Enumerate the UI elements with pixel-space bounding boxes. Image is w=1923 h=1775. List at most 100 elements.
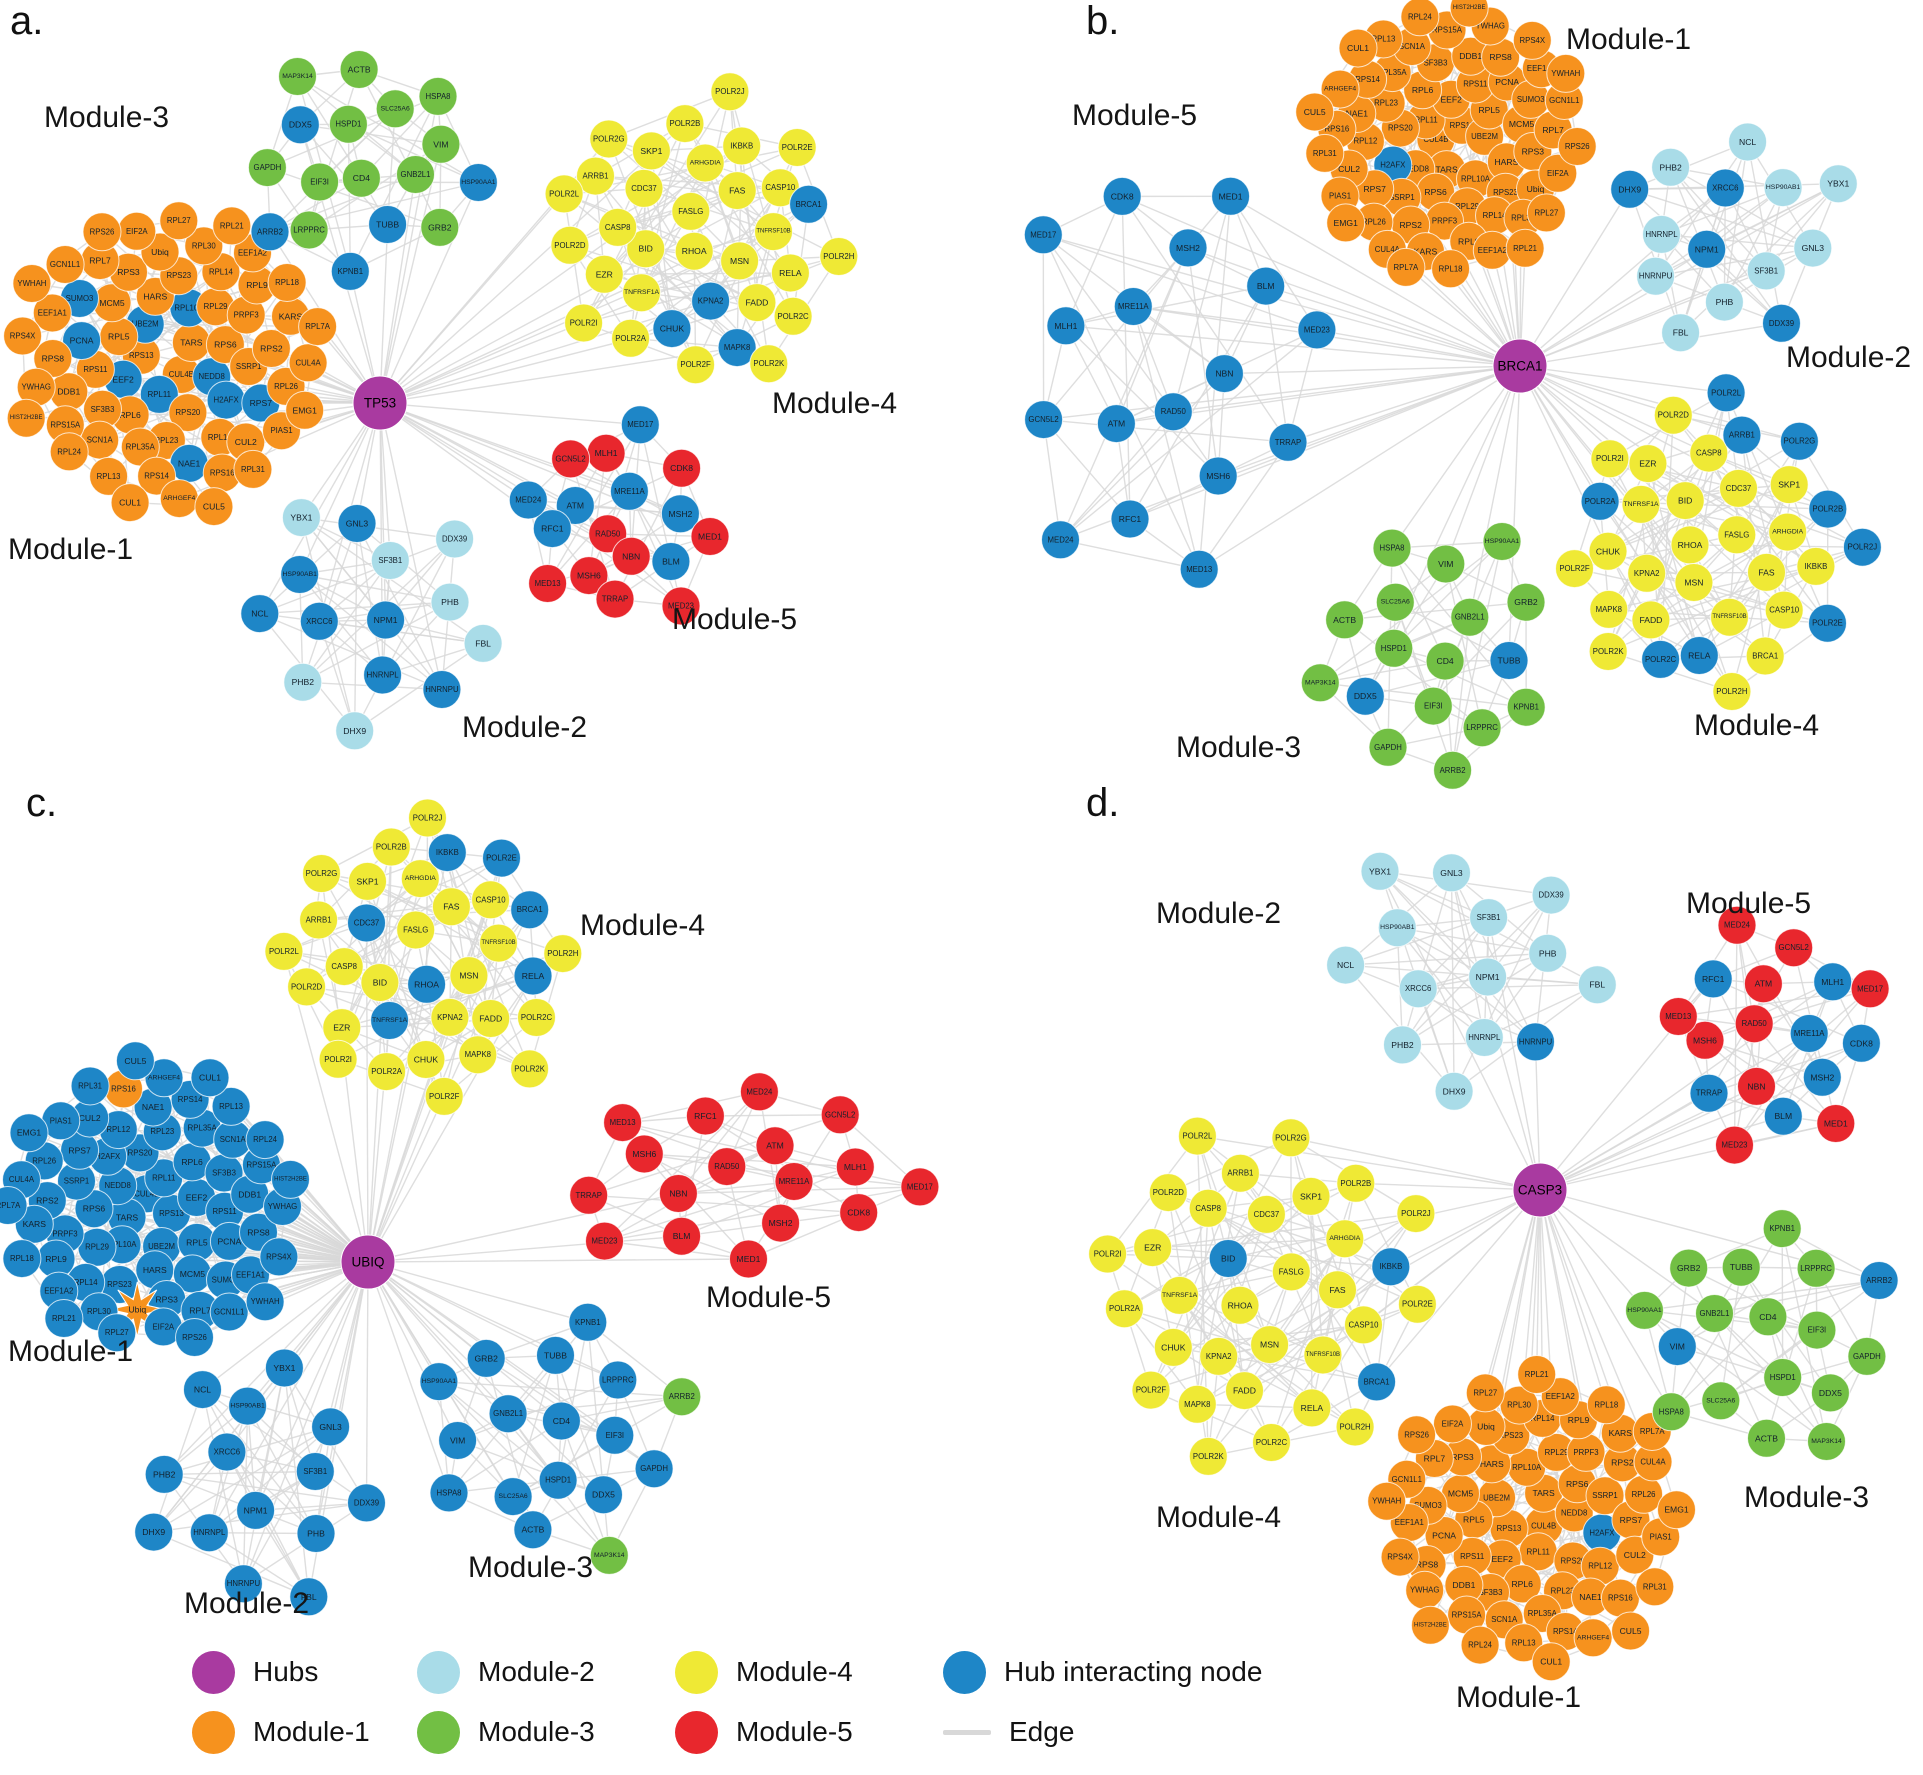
- gene-label: ARHGEF4: [1324, 86, 1356, 93]
- gene-label: BRCA1: [796, 200, 822, 209]
- gene-node: [510, 890, 550, 930]
- gene-node: [471, 999, 511, 1038]
- gene-node: [370, 541, 410, 580]
- gene-label: MRE11A: [779, 1177, 810, 1186]
- gene-label: RPL12: [1353, 137, 1377, 146]
- gene-label: ARHGEF4: [163, 495, 195, 502]
- hub-edge: [1376, 1189, 1541, 1383]
- gene-node: [1462, 708, 1502, 748]
- gene-node: [1695, 1294, 1734, 1333]
- gene-node: [348, 861, 387, 901]
- hub-edge: [379, 182, 480, 404]
- gene-label: RPS3: [155, 1295, 178, 1305]
- gene-node: [367, 1052, 407, 1092]
- edge: [643, 1153, 781, 1224]
- gene-label: GNL3: [319, 1422, 342, 1432]
- gene-label: NBN: [1215, 369, 1233, 379]
- gene-node: [429, 1473, 469, 1513]
- edge: [448, 1420, 562, 1494]
- gene-label: RPL26: [1632, 1490, 1656, 1499]
- gene-node: [1679, 636, 1719, 675]
- gene-label: POLR2H: [1716, 687, 1747, 696]
- gene-label: RPS6: [214, 340, 237, 350]
- gene-label: HIST2H2BE: [1414, 1622, 1447, 1628]
- gene-node: [430, 997, 470, 1037]
- gene-label: KPNA2: [1206, 1352, 1232, 1361]
- module-label: Module-2: [1156, 897, 1281, 930]
- gene-label: RHOA: [1228, 1300, 1253, 1310]
- gene-label: RPL29: [204, 302, 228, 311]
- module-label: Module-2: [1786, 341, 1911, 374]
- gene-label: KARS: [1609, 1428, 1633, 1438]
- gene-node: [1797, 1310, 1837, 1350]
- edge: [1396, 927, 1485, 1038]
- gene-label: ATM: [1108, 419, 1126, 429]
- edge: [301, 517, 484, 644]
- gene-label: POLR2I: [570, 319, 598, 328]
- gene-label: SF3B1: [303, 1467, 327, 1476]
- legend-item-module1: Module-1: [192, 1702, 417, 1762]
- gene-label: POLR2I: [1094, 1250, 1122, 1259]
- gene-label: POLR2J: [715, 87, 745, 96]
- edge: [1733, 988, 1871, 1146]
- gene-node: [1326, 945, 1366, 985]
- gene-label: POLR2L: [1711, 388, 1742, 397]
- gene-node: [1489, 641, 1529, 680]
- gene-node: [1747, 1418, 1786, 1458]
- edge: [254, 1367, 286, 1511]
- gene-label: GCN5L2: [1779, 943, 1809, 952]
- module-label: Module-2: [462, 711, 587, 744]
- gene-node: [212, 206, 252, 246]
- gene-node: [288, 343, 328, 383]
- gene-label: FADD: [1233, 1386, 1256, 1396]
- gene-label: MED17: [907, 1182, 933, 1191]
- gene-label: TUBB: [544, 1350, 567, 1360]
- gene-label: POLR2C: [777, 312, 809, 321]
- gene-label: YWHAH: [251, 1297, 280, 1306]
- gene-label: BRCA1: [1364, 1377, 1390, 1386]
- node-layer: CUL4BRPS13TARSRPL11UBE2MNEDD8EEF2RPL10AR…: [1023, 0, 1882, 790]
- gene-node: [271, 1159, 310, 1199]
- hub-edge: [1187, 247, 1521, 367]
- gene-node: [144, 1454, 184, 1494]
- gene-node: [1512, 20, 1552, 60]
- gene-label: RPS8: [247, 1227, 270, 1237]
- edge: [457, 1439, 604, 1496]
- gene-label: CHUK: [414, 1055, 439, 1065]
- gene-label: RPL6: [1412, 85, 1434, 95]
- gene-label: PCNA: [1495, 77, 1519, 87]
- gene-label: EEF1A1: [1527, 64, 1556, 73]
- gene-label: GNL3: [1440, 868, 1463, 878]
- module-label: Module-4: [580, 909, 705, 942]
- gene-label: RFC1: [694, 1111, 717, 1121]
- edge: [1218, 1324, 1364, 1358]
- gene-node: [690, 517, 730, 556]
- gene-label: YWHAH: [1551, 69, 1580, 78]
- gene-label: TUBB: [1730, 1262, 1753, 1272]
- gene-node: [368, 205, 408, 244]
- gene-node: [1424, 1516, 1464, 1555]
- gene-node: [1555, 549, 1594, 589]
- gene-label: UBE2M: [1471, 132, 1498, 141]
- gene-label: RPL10A: [1461, 174, 1491, 183]
- gene-label: DDB1: [57, 387, 80, 397]
- gene-label: GCN5L2: [555, 454, 585, 463]
- gene-node: [1705, 168, 1745, 208]
- gene-label: RPL30: [87, 1307, 112, 1316]
- gene-label: CUL4A: [1375, 245, 1401, 254]
- gene-node: [568, 1302, 608, 1342]
- module-label: Module-2: [184, 1587, 309, 1620]
- gene-node: [1516, 1022, 1555, 1062]
- gene-label: ARHGDIA: [405, 875, 436, 882]
- gene-label: POLR2A: [1585, 497, 1617, 506]
- gene-label: RPL30: [1511, 214, 1536, 223]
- gene-label: RPL30: [1507, 1401, 1532, 1410]
- gene-label: VIM: [450, 1436, 465, 1446]
- edge: [1310, 1196, 1324, 1356]
- gene-label: H2AFX: [1589, 1529, 1615, 1538]
- gene-label: GCN1L1: [50, 260, 80, 269]
- gene-node: [1271, 1252, 1311, 1292]
- hub-edge: [379, 402, 641, 426]
- gene-label: EEF2: [1440, 94, 1462, 104]
- edge: [1720, 1279, 1880, 1402]
